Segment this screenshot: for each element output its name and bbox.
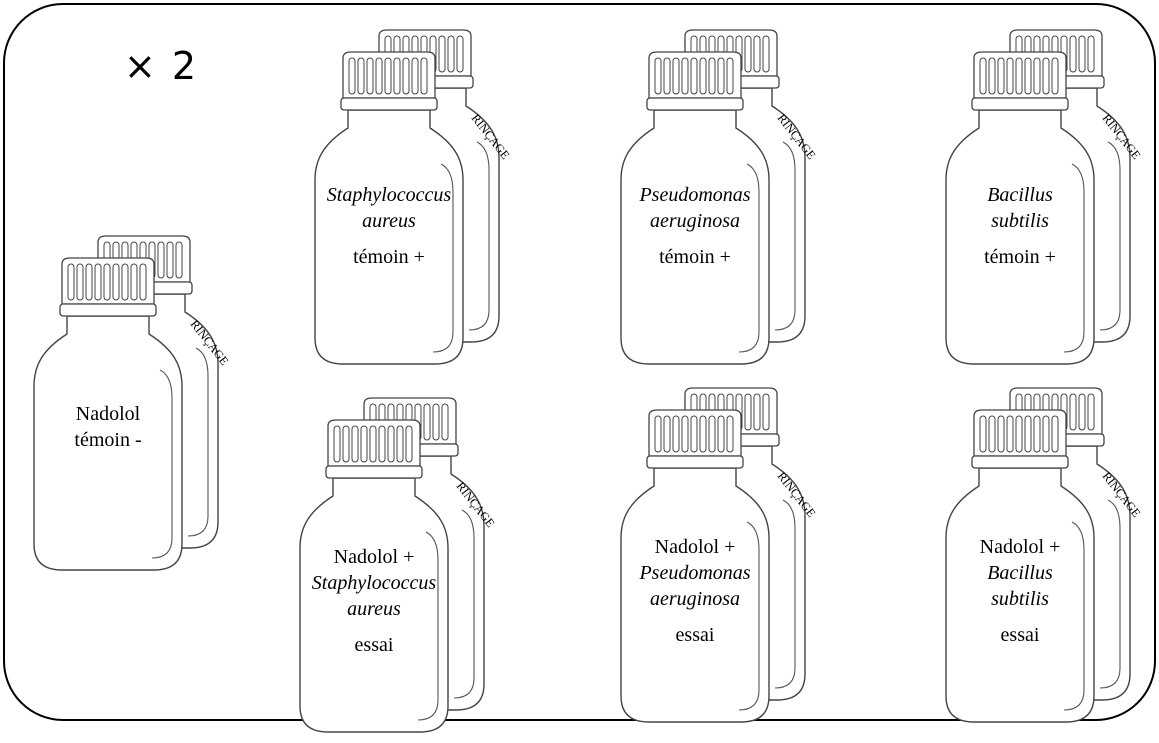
label-text: Nadolol +	[979, 536, 1061, 558]
bottle-pair-icon: RINÇAGE	[33, 235, 232, 571]
bottle-label: Nadolol + Staphylococcus aureus essai	[298, 544, 450, 658]
species-name: subtilis	[991, 588, 1049, 610]
species-name: Staphylococcus	[326, 184, 452, 206]
label-text: témoin -	[74, 429, 142, 451]
label-text: essai	[675, 624, 715, 646]
bottle-pair-icon: RINÇAGE	[620, 387, 819, 723]
sample-bottle-cap-icon	[59, 257, 157, 317]
sample-bottle-body	[945, 467, 1095, 723]
bottle-label: Nadolol + Pseudomonas aeruginosa essai	[619, 534, 771, 648]
species-name: Staphylococcus	[311, 572, 437, 594]
sample-bottle-body	[620, 467, 770, 723]
bottle-label: Nadolol témoin -	[32, 401, 184, 453]
species-name: aureus	[362, 210, 416, 232]
bottle-label: Bacillus subtilis témoin +	[944, 182, 1096, 270]
bottle-pair-icon: RINÇAGE	[299, 397, 498, 733]
label-text: témoin +	[984, 246, 1056, 268]
bottle-pair-icon: RINÇAGE	[945, 387, 1144, 723]
species-name: subtilis	[991, 210, 1049, 232]
bottle-label: Nadolol + Bacillus subtilis essai	[944, 534, 1096, 648]
species-name: Pseudomonas	[639, 562, 751, 584]
species-name: aureus	[347, 598, 401, 620]
species-name: aeruginosa	[650, 210, 740, 232]
bottle-pair-icon: RINÇAGE	[945, 29, 1144, 365]
species-name: aeruginosa	[650, 588, 740, 610]
bottle-label: Staphylococcus aureus témoin +	[313, 182, 465, 270]
bottle-label: Pseudomonas aeruginosa témoin +	[619, 182, 771, 270]
sample-bottle-cap-icon	[646, 409, 744, 469]
sample-bottle-cap-icon	[971, 409, 1069, 469]
sample-bottle-body	[33, 315, 183, 571]
label-text: Nadolol +	[333, 546, 415, 568]
species-name: Pseudomonas	[639, 184, 751, 206]
species-name: Bacillus	[987, 562, 1053, 584]
bottle-pair-icon: RINÇAGE	[620, 29, 819, 365]
sample-bottle-cap-icon	[340, 51, 438, 111]
multiplier-label: × 2	[124, 44, 199, 88]
sample-bottle-body	[620, 109, 770, 365]
bottle-pair-icon: RINÇAGE	[314, 29, 513, 365]
label-text: Nadolol +	[654, 536, 736, 558]
label-text: Nadolol	[75, 403, 141, 425]
species-name: Bacillus	[987, 184, 1053, 206]
sample-bottle-cap-icon	[971, 51, 1069, 111]
label-text: essai	[354, 634, 394, 656]
label-text: témoin +	[659, 246, 731, 268]
label-text: essai	[1000, 624, 1040, 646]
sample-bottle-cap-icon	[646, 51, 744, 111]
sample-bottle-body	[314, 109, 464, 365]
sample-bottle-body	[945, 109, 1095, 365]
sample-bottle-cap-icon	[325, 419, 423, 479]
label-text: témoin +	[353, 246, 425, 268]
